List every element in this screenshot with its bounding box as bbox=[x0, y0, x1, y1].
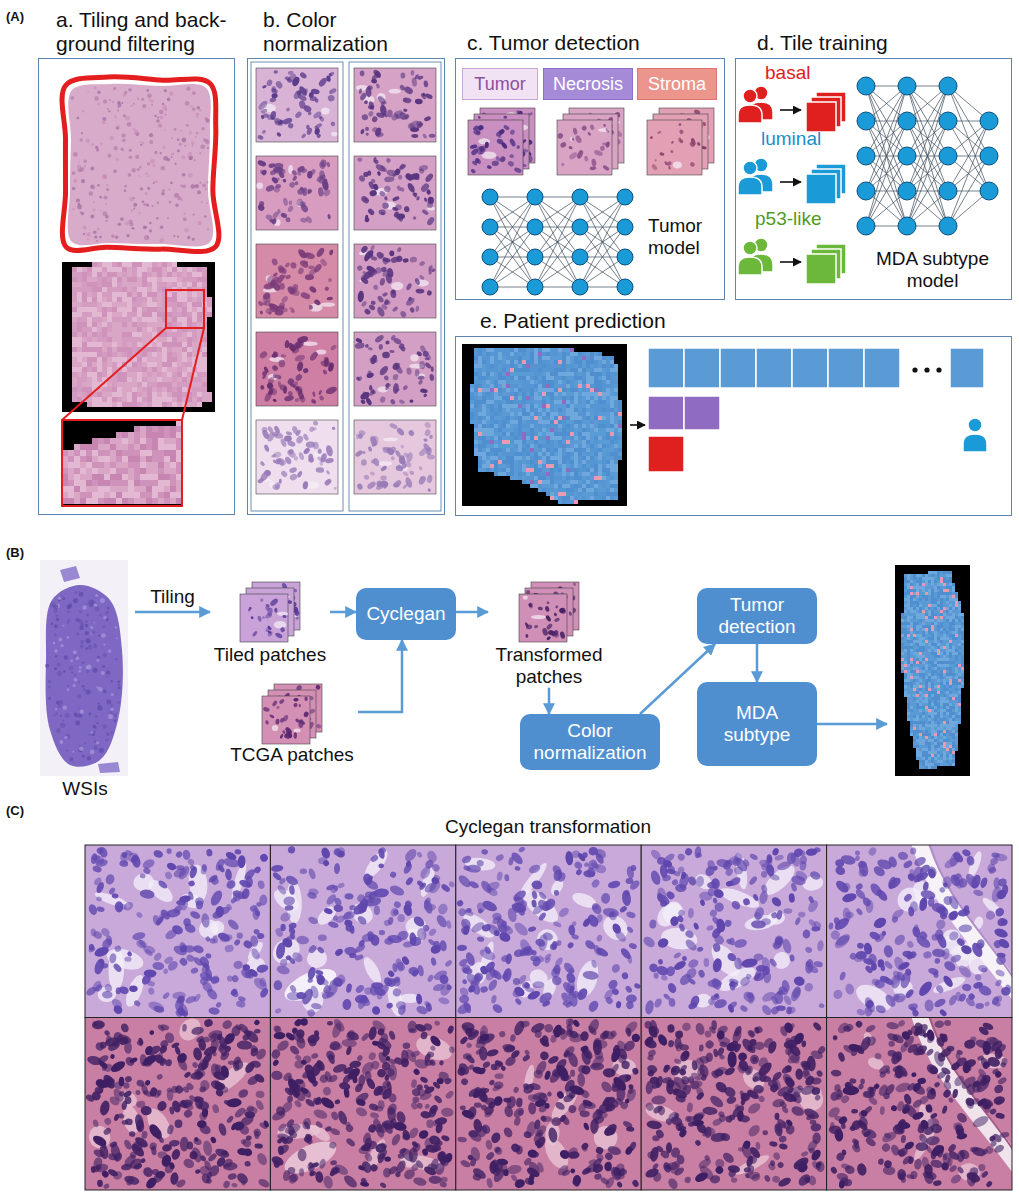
figure-stage: a. Tiling and back- ground filteringb. C… bbox=[0, 0, 1019, 1200]
